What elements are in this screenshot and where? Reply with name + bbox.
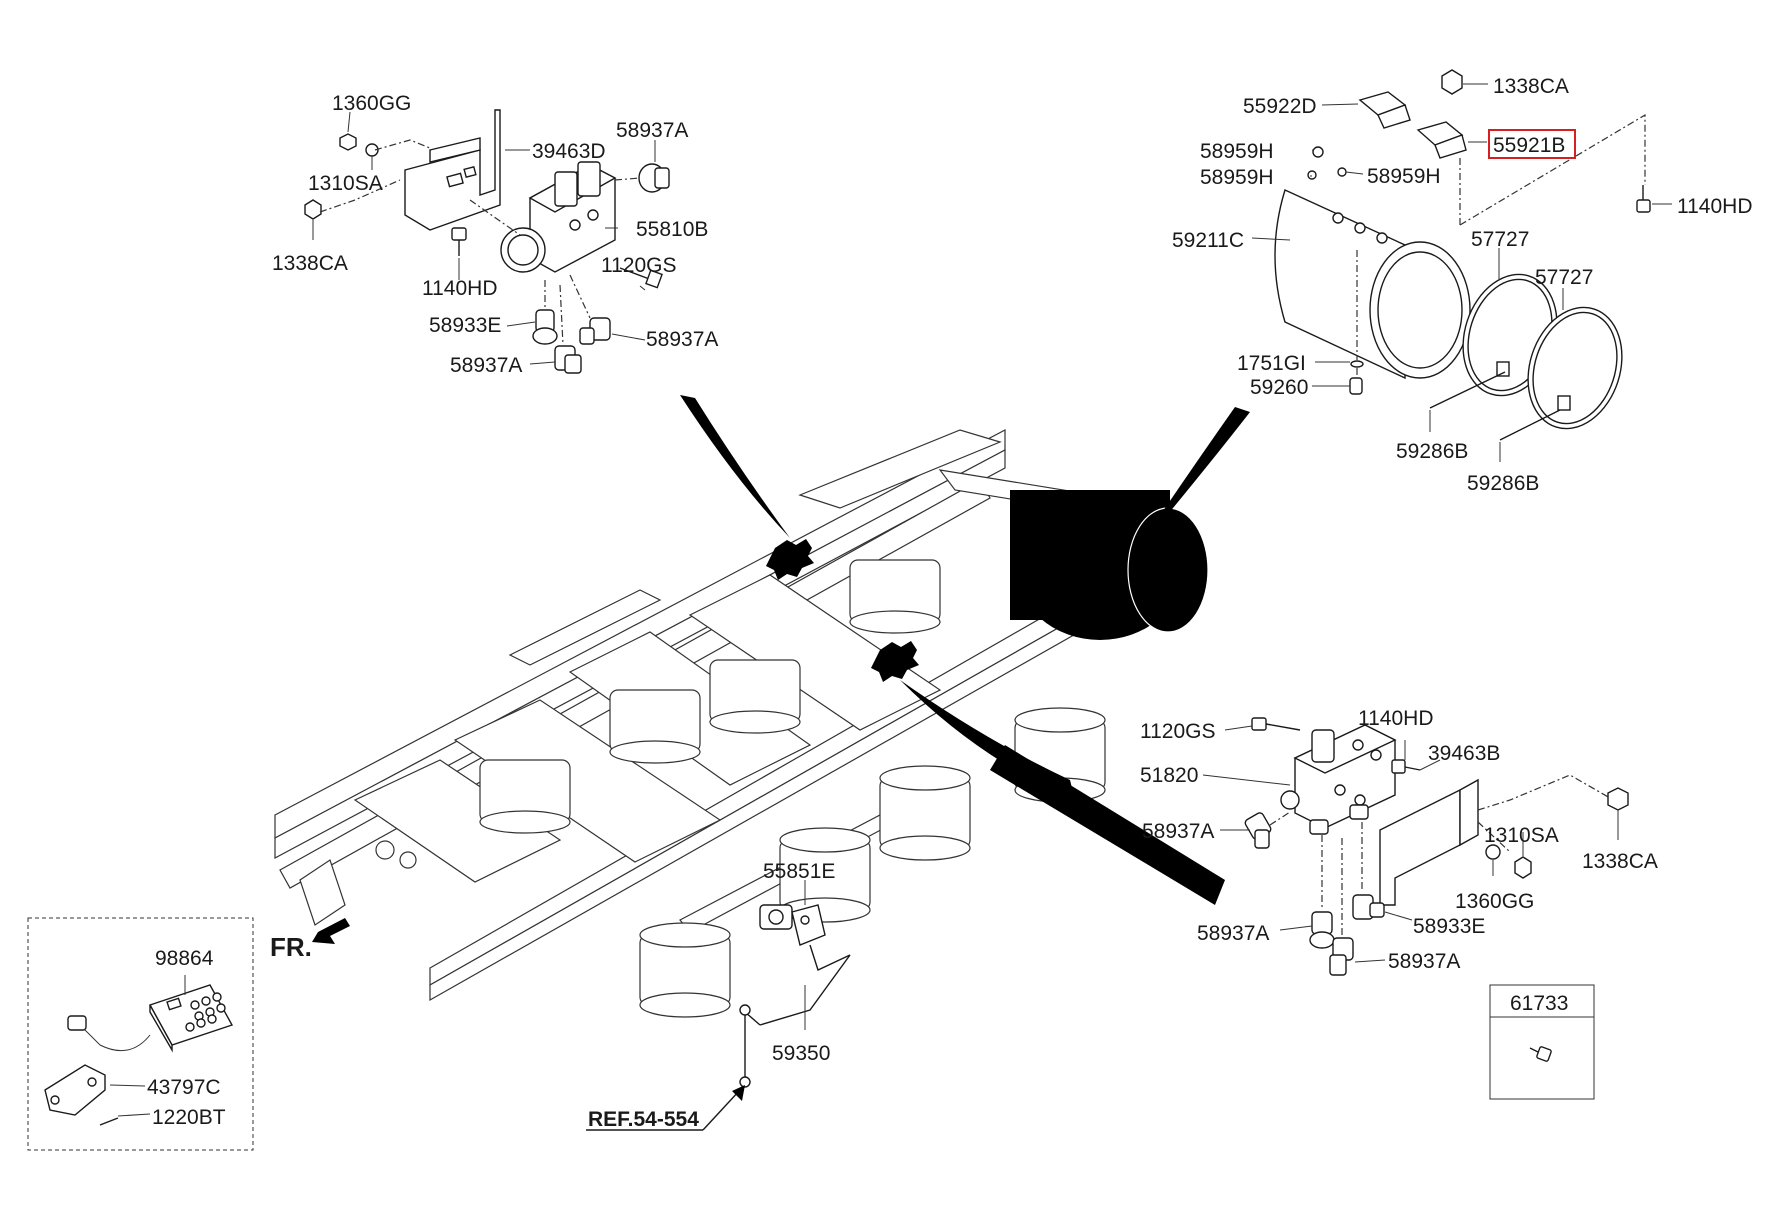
bolt-59286B-b <box>1499 409 1561 441</box>
remote-controller-inset <box>27 917 254 1151</box>
label-55810B: 55810B <box>636 218 708 241</box>
label-59286B-a: 59286B <box>1396 440 1468 463</box>
label-58933E-a: 58933E <box>429 314 501 337</box>
plug-58959H-c <box>1337 167 1347 177</box>
label-58937A-d: 58937A <box>1142 820 1214 843</box>
fitting-58937A-right <box>579 317 611 345</box>
screw-1220BT <box>99 1117 119 1126</box>
label-1220BT: 1220BT <box>152 1106 226 1129</box>
fitting-58937A-left <box>1244 812 1272 849</box>
label-58937A-c: 58937A <box>450 354 522 377</box>
label-57727-a: 57727 <box>1471 228 1529 251</box>
label-58959H-b: 58959H <box>1200 166 1274 189</box>
label-1310SA-b: 1310SA <box>1484 824 1559 847</box>
label-58937A-e: 58937A <box>1197 922 1269 945</box>
label-55851E: 55851E <box>763 860 835 883</box>
upper-right-tank-group <box>1251 69 1672 462</box>
clamp-band-57727-b <box>1527 306 1623 430</box>
fitting-58937A-lower <box>1309 911 1335 949</box>
fitting-58937A-bottom-right <box>1329 937 1354 976</box>
nut-1338CA-top <box>304 199 322 220</box>
screw-61733-icon <box>1529 1046 1552 1062</box>
bolt-1120GS-top <box>619 267 663 289</box>
label-1310SA-a: 1310SA <box>308 172 383 195</box>
label-1338CA-a: 1338CA <box>272 252 348 275</box>
drain-valve-59260 <box>1349 377 1363 395</box>
bolt-59286B-a <box>1429 371 1506 409</box>
label-59211C: 59211C <box>1172 229 1244 252</box>
bracket-55922D <box>1358 91 1411 129</box>
bracket-39463B <box>1379 778 1479 906</box>
label-58959H-a: 58959H <box>1200 140 1274 163</box>
nut-1338CA-right <box>1441 69 1463 95</box>
label-39463D: 39463D <box>532 140 606 163</box>
label-39463B: 39463B <box>1428 742 1500 765</box>
ref-label[interactable]: REF.54-554 <box>588 1108 699 1131</box>
label-61733: 61733 <box>1510 992 1568 1015</box>
label-1140HD-a: 1140HD <box>422 277 498 300</box>
sensor-55851E <box>759 904 826 946</box>
washer-1360GG <box>1485 844 1501 860</box>
label-55921B[interactable]: 55921B <box>1493 134 1565 157</box>
label-1338CA-c: 1338CA <box>1582 850 1658 873</box>
front-direction-arrow-icon <box>312 918 350 944</box>
label-59260: 59260 <box>1250 376 1308 399</box>
bolt-1120GS-right <box>1251 717 1301 731</box>
label-1751GI: 1751GI <box>1237 352 1306 375</box>
fitting-58933E <box>532 309 558 345</box>
label-51820: 51820 <box>1140 764 1198 787</box>
front-label: FR. <box>270 932 312 962</box>
label-55922D: 55922D <box>1243 95 1317 118</box>
bolt-1140HD-top <box>451 227 467 256</box>
holder-43797C <box>44 1064 106 1116</box>
label-57727-b: 57727 <box>1535 266 1593 289</box>
label-1360GG-a: 1360GG <box>332 92 411 115</box>
air-spring-bags <box>479 559 1106 1018</box>
valve-55810B <box>500 161 617 273</box>
label-1338CA-b: 1338CA <box>1493 75 1569 98</box>
label-59286B-b: 59286B <box>1467 472 1539 495</box>
upper-left-valve-group <box>304 109 670 374</box>
label-43797C: 43797C <box>147 1076 221 1099</box>
fitting-58933E-lower <box>1352 894 1385 920</box>
chassis-frame <box>274 429 1142 1002</box>
label-1140HD-c: 1140HD <box>1358 707 1434 730</box>
label-1140HD-b: 1140HD <box>1677 195 1753 218</box>
washer-1751GI <box>1350 360 1364 368</box>
label-1120GS-a: 1120GS <box>601 254 677 277</box>
label-59350: 59350 <box>772 1042 830 1065</box>
part-box-61733 <box>1489 984 1595 1100</box>
lower-right-valve-group <box>1202 717 1629 976</box>
fitting-58937A-bottom <box>554 345 582 374</box>
bracket-39463D <box>404 109 501 231</box>
bolt-1140HD-lower <box>1391 759 1421 774</box>
bracket-55921B <box>1416 121 1467 159</box>
label-98864: 98864 <box>155 947 214 970</box>
fitting-58937A-top <box>638 163 670 193</box>
remote-controller-98864 <box>67 984 234 1053</box>
label-58937A-f: 58937A <box>1388 950 1460 973</box>
highlight-box-55921B <box>1488 129 1576 159</box>
valve-location-marks <box>766 539 919 682</box>
plug-58959H-a <box>1312 146 1324 158</box>
label-1360GG-b: 1360GG <box>1455 890 1534 913</box>
height-sensor-group <box>702 880 851 1131</box>
nut-1360GG <box>339 133 357 151</box>
valve-51820 <box>1280 724 1397 835</box>
label-58933E-b: 58933E <box>1413 915 1485 938</box>
label-1120GS-b: 1120GS <box>1140 720 1216 743</box>
nut-1310SA <box>1514 856 1532 879</box>
plug-58959H-b <box>1307 170 1317 180</box>
part-labels: 1360GG 39463D 58937A 1310SA 55810B 1338C… <box>147 75 1753 1131</box>
bolt-1140HD-right <box>1636 185 1651 213</box>
nut-1338CA-lower <box>1607 787 1629 811</box>
label-58959H-c: 58959H <box>1367 165 1441 188</box>
label-58937A-b: 58937A <box>646 328 718 351</box>
callout-wedges <box>680 395 1250 800</box>
link-rod-59350 <box>739 944 851 1088</box>
ref-arrow-icon <box>732 1085 745 1101</box>
air-tank-59211C <box>1274 189 1471 380</box>
label-58937A-a: 58937A <box>616 119 688 142</box>
